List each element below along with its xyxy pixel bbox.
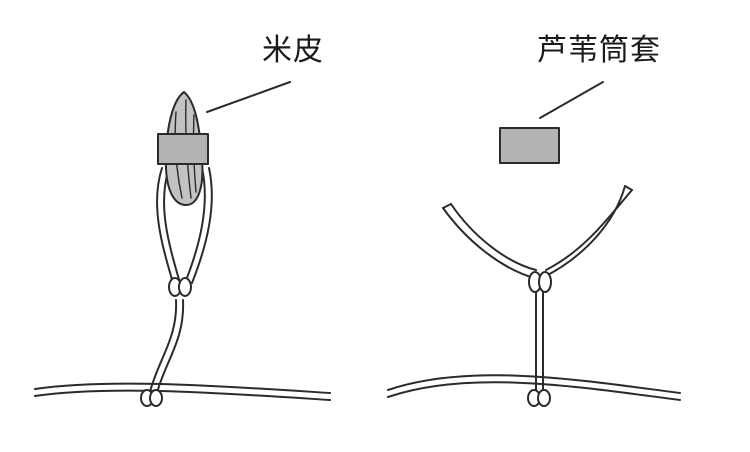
right-bottom-knot	[527, 389, 551, 407]
left-label-pointer	[206, 81, 291, 113]
left-loop-knot	[168, 277, 192, 297]
label-reed-tube-sleeve: 芦苇筒套	[537, 33, 661, 68]
left-bottom-knot	[140, 389, 163, 407]
right-rig	[387, 81, 681, 407]
right-junction-knot	[528, 271, 552, 293]
left-leader-line	[149, 299, 185, 394]
grain-band	[157, 133, 209, 165]
right-u-branches	[442, 185, 633, 279]
label-grain-skin: 米皮	[262, 33, 324, 68]
left-hair-loop	[156, 167, 213, 284]
left-rig	[34, 81, 331, 407]
right-leader-line	[535, 291, 544, 393]
left-main-line	[34, 382, 331, 401]
right-label-pointer	[539, 81, 604, 119]
reed-tube-sleeve	[499, 127, 560, 164]
right-main-line	[387, 374, 681, 401]
